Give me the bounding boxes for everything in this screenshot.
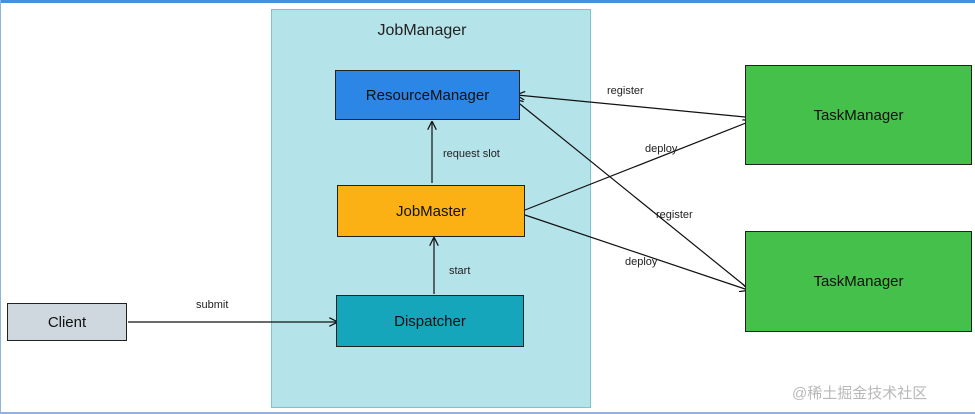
task-manager-node-2: TaskManager (745, 231, 972, 332)
edge-label-request-slot: request slot (443, 148, 500, 160)
resource-manager-label: ResourceManager (365, 86, 490, 104)
resource-manager-node: ResourceManager (335, 70, 520, 120)
edge-label-register-tm1: register (607, 85, 644, 97)
edge-register-tm1 (517, 95, 746, 118)
task-manager-2-label: TaskManager (813, 273, 904, 290)
edge-label-submit: submit (196, 299, 229, 311)
edge-label-start: start (449, 265, 471, 277)
edge-register-tm2 (515, 100, 746, 287)
window-top-border (0, 0, 975, 3)
edge-label-deploy-tm2: deploy (625, 256, 658, 268)
jobmanager-label: JobManager (377, 22, 467, 39)
job-master-node: JobMaster (337, 185, 525, 237)
watermark: @稀土掘金技术社区 (792, 385, 928, 402)
dispatcher-label: Dispatcher (394, 312, 466, 330)
job-master-label: JobMaster (395, 202, 467, 220)
task-manager-node-1: TaskManager (745, 65, 972, 165)
edge-deploy-tm2 (524, 214, 748, 290)
edge-label-register-tm2: register (656, 209, 693, 221)
task-manager-1-label: TaskManager (813, 106, 904, 124)
edge-deploy-tm1 (524, 121, 751, 211)
client-node: Client (7, 303, 127, 341)
edge-label-deploy-tm1: deploy (645, 143, 678, 155)
window-left-border (0, 0, 1, 414)
client-label: Client (47, 313, 87, 331)
window-bottom-border (0, 412, 975, 414)
dispatcher-node: Dispatcher (336, 295, 524, 347)
